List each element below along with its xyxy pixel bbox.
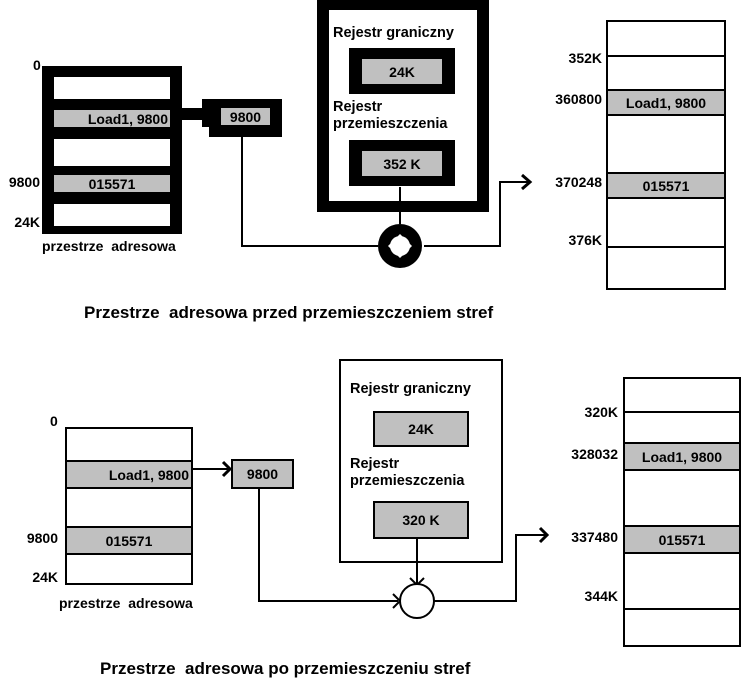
bottom-line-adder-to-memory	[434, 534, 546, 602]
bottom-reloc-label-1: Rejestr	[350, 456, 400, 472]
top-connector-stub	[202, 99, 212, 127]
bottom-addr-label-0: 0	[50, 413, 58, 429]
top-reloc-value: 352 K	[362, 151, 442, 176]
bottom-phys-label-320k: 320K	[584, 404, 618, 420]
top-reloc-register: 352 K	[349, 140, 455, 186]
bottom-line-register-to-adder	[258, 489, 398, 602]
bottom-phys-label-337480: 337480	[571, 529, 618, 545]
bottom-addr-label-9800: 9800	[26, 530, 58, 546]
top-mmu: Rejestr graniczny 24K Rejestr przemieszc…	[317, 0, 489, 212]
bottom-logical-space: Load1, 9800 015571	[65, 427, 193, 585]
bottom-addr-label-24k: 24K	[32, 569, 58, 585]
top-limit-register: 24K	[349, 48, 455, 94]
top-phys-label-352k: 352K	[568, 50, 602, 66]
phys-divider	[608, 246, 724, 248]
top-addr-label-9800: 9800	[8, 174, 40, 190]
top-phys-label-370248: 370248	[555, 174, 602, 190]
top-reloc-label-1: Rejestr	[333, 99, 383, 115]
phys-cell-instruction: Load1, 9800	[608, 89, 724, 116]
logical-cell-data: 015571	[67, 526, 191, 555]
top-logical-space: Load1, 9800 015571	[42, 66, 182, 234]
phys-divider	[625, 608, 739, 610]
phys-divider	[608, 55, 724, 57]
bottom-address-register: 9800	[231, 459, 294, 489]
logical-cell-empty	[54, 204, 170, 226]
logical-cell-instruction: Load1, 9800	[54, 110, 170, 127]
top-caption: Przestrze adresowa przed przemieszczenie…	[84, 303, 494, 322]
top-logical-space-label: przestrze adresowa	[42, 238, 176, 254]
top-arrowhead	[521, 173, 533, 191]
top-phys-label-360800: 360800	[555, 91, 602, 107]
top-addr-label-24k: 24K	[14, 214, 40, 230]
top-limit-label: Rejestr graniczny	[333, 25, 454, 41]
bottom-reloc-value: 320 K	[373, 501, 469, 539]
bottom-connectors	[193, 460, 550, 619]
phys-cell-instruction: Load1, 9800	[625, 442, 739, 471]
phys-cell-data: 015571	[608, 172, 724, 199]
top-address-register: 9800	[209, 99, 282, 137]
top-adder-icon	[378, 224, 422, 268]
top-line-adder-to-memory	[424, 181, 528, 247]
bottom-arrowhead-register	[221, 460, 233, 478]
bottom-arrowhead-memory	[538, 526, 550, 544]
top-line-register-to-adder	[241, 137, 378, 247]
top-phys-label-376k: 376K	[568, 232, 602, 248]
top-addr-label-0: 0	[33, 57, 41, 73]
logical-cell-empty	[54, 139, 170, 166]
bottom-limit-value: 24K	[373, 411, 469, 447]
phys-divider	[625, 411, 739, 413]
top-reloc-label-2: przemieszczenia	[333, 116, 448, 132]
bottom-logical-space-label: przestrze adresowa	[59, 595, 193, 611]
bottom-adder-icon	[399, 583, 435, 619]
logical-cell-empty	[54, 77, 170, 99]
logical-cell-instruction: Load1, 9800	[67, 460, 191, 489]
bottom-limit-label: Rejestr graniczny	[350, 381, 471, 397]
top-connectors	[241, 137, 533, 247]
top-limit-value: 24K	[362, 59, 442, 84]
bottom-mmu: Rejestr graniczny 24K Rejestr przemieszc…	[339, 359, 503, 563]
bottom-phys-label-328032: 328032	[571, 446, 618, 462]
logical-cell-data: 015571	[54, 175, 170, 192]
top-physical-memory: Load1, 9800 015571	[606, 20, 726, 290]
bottom-physical-memory: Load1, 9800 015571	[623, 377, 741, 647]
bottom-reloc-label-2: przemieszczenia	[350, 473, 465, 489]
bottom-phys-label-344k: 344K	[584, 588, 618, 604]
bottom-caption: Przestrze adresowa po przemieszczeniu st…	[100, 659, 471, 678]
phys-cell-data: 015571	[625, 525, 739, 554]
top-address-register-value: 9800	[221, 108, 270, 125]
